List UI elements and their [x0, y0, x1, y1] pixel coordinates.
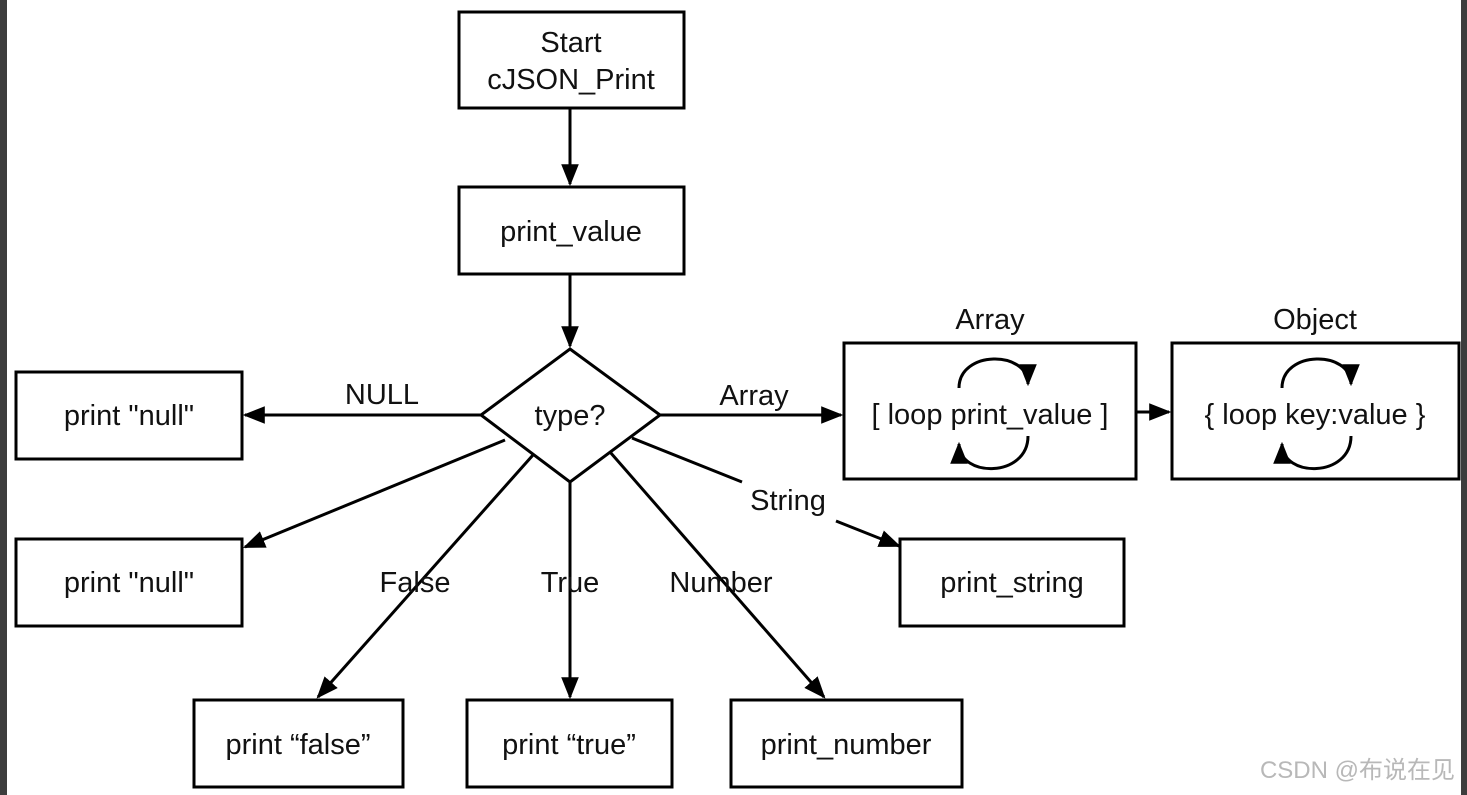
edge-decision-to-false: [316, 454, 535, 699]
print-null-bottom-node: print "null": [14, 537, 244, 628]
print-true-node: print “true”: [465, 698, 674, 789]
edge-label-null: NULL: [345, 379, 419, 411]
edge-decision-to-string-b: [835, 519, 902, 548]
edge-decision-to-number: [608, 451, 826, 699]
object-loop-arc-top: [1280, 357, 1360, 389]
decision-label: type?: [535, 400, 606, 432]
array-loop-title: Array: [955, 304, 1025, 336]
print-true-label: print “true”: [502, 729, 636, 761]
object-loop-node: { loop key:value }: [1170, 341, 1461, 481]
print-string-label: print_string: [940, 567, 1083, 599]
print-number-label: print_number: [761, 729, 932, 761]
array-loop-arc-top: [957, 357, 1037, 389]
print-value-node: print_value: [457, 185, 686, 276]
edge-label-array: Array: [719, 380, 789, 412]
print-value-label: print_value: [500, 216, 642, 248]
object-loop-title: Object: [1273, 304, 1357, 336]
array-loop-label: [ loop print_value ]: [872, 399, 1109, 431]
print-null-top-node: print "null": [14, 370, 244, 461]
edge-label-true: True: [541, 567, 600, 599]
print-string-node: print_string: [898, 537, 1126, 628]
edge-label-false: False: [380, 567, 451, 599]
start-node: Start cJSON_Print: [457, 10, 686, 110]
edge-label-number: Number: [669, 567, 772, 599]
print-number-node: print_number: [729, 698, 964, 789]
object-loop-icon: [1273, 357, 1360, 471]
start-node-line1: Start: [540, 27, 601, 59]
watermark: CSDN @布说在见: [1259, 757, 1455, 784]
right-border: [1461, 0, 1467, 795]
print-false-label: print “false”: [225, 729, 370, 761]
array-loop-node: [ loop print_value ]: [842, 341, 1138, 481]
object-loop-arc-bottom: [1273, 435, 1353, 471]
print-null-bottom-label: print "null": [64, 567, 194, 599]
edge-decision-to-null-bottom: [242, 438, 506, 549]
array-loop-arc-bottom: [950, 435, 1030, 471]
array-loop-icon: [950, 357, 1037, 471]
print-false-node: print “false”: [192, 698, 405, 789]
object-loop-label: { loop key:value }: [1205, 399, 1426, 431]
edges: [242, 108, 1172, 700]
start-node-line2: cJSON_Print: [487, 64, 655, 96]
decision-node: type?: [478, 347, 663, 484]
edge-decision-to-string-a: [631, 436, 743, 484]
edge-label-string: String: [750, 485, 826, 517]
left-border: [0, 0, 7, 795]
print-null-top-label: print "null": [64, 400, 194, 432]
